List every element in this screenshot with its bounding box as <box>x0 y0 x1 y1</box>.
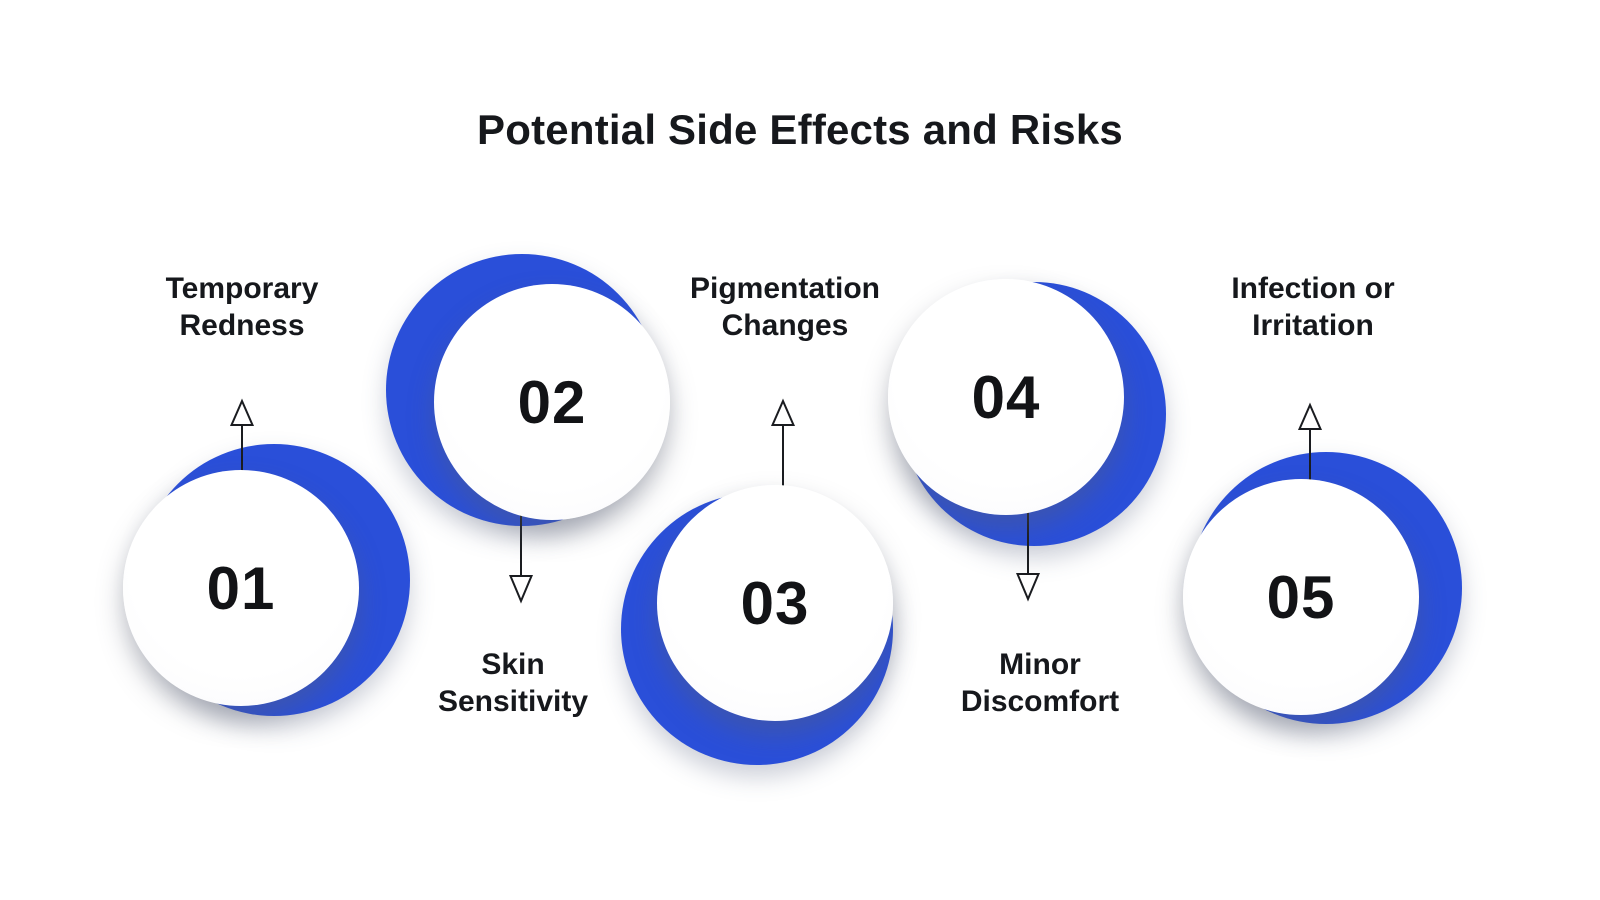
page-title: Potential Side Effects and Risks <box>477 106 1123 153</box>
step-label-5-line-2: Irritation <box>1252 309 1374 342</box>
step-circle-2: 02 <box>434 284 670 520</box>
step-label-1-line-1: Temporary <box>165 272 319 305</box>
arrow-down-icon-2 <box>508 514 534 604</box>
step-circle-4: 04 <box>888 279 1124 515</box>
step-circle-1: 01 <box>123 470 359 706</box>
step-number-3: 03 <box>740 569 810 637</box>
step-label-5: Infection or Irritation <box>1163 270 1463 344</box>
step-label-1-line-2: Redness <box>179 309 305 342</box>
step-circle-3: 03 <box>657 485 893 721</box>
step-label-2-line-1: Skin <box>481 648 545 681</box>
step-label-3-line-1: Pigmentation <box>689 272 880 305</box>
step-label-5-line-1: Infection or <box>1231 272 1395 305</box>
step-number-5: 05 <box>1266 563 1336 631</box>
arrow-up-icon-3 <box>770 398 796 488</box>
step-label-3-line-2: Changes <box>721 309 849 342</box>
step-circle-5: 05 <box>1183 479 1419 715</box>
arrow-down-icon-4 <box>1015 512 1041 602</box>
step-number-2: 02 <box>517 368 587 436</box>
step-number-1: 01 <box>206 554 276 622</box>
step-label-4-line-1: Minor <box>999 648 1081 681</box>
step-label-1: Temporary Redness <box>92 270 392 344</box>
step-label-4-line-2: Discomfort <box>960 685 1120 718</box>
step-label-2: Skin Sensitivity <box>363 646 663 720</box>
step-label-3: Pigmentation Changes <box>635 270 935 344</box>
step-number-4: 04 <box>971 363 1041 431</box>
step-label-4: Minor Discomfort <box>890 646 1190 720</box>
step-label-2-line-2: Sensitivity <box>437 685 589 718</box>
